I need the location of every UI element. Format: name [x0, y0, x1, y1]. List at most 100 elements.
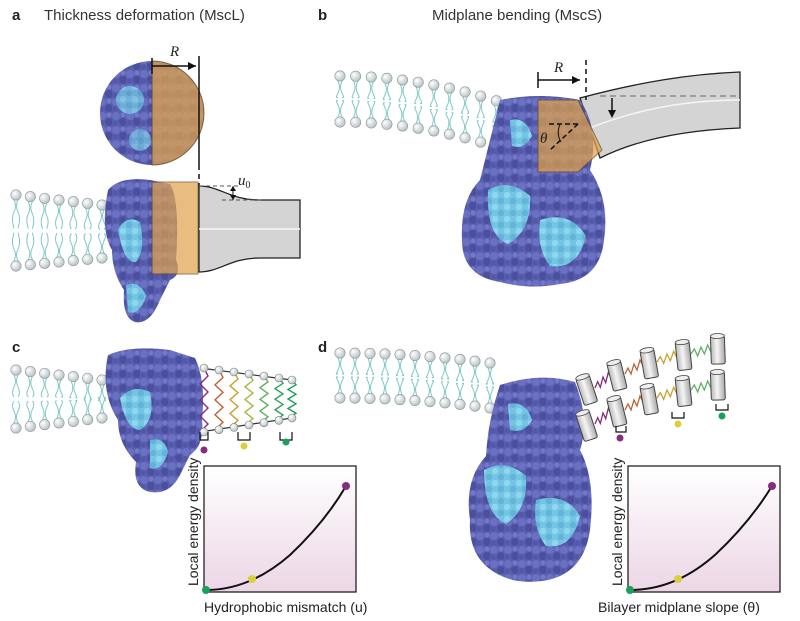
lipid-head	[200, 428, 208, 436]
lipid-head	[39, 419, 49, 429]
lipid-tail	[476, 385, 479, 401]
lipid-tail	[27, 202, 30, 229]
lipid-head	[260, 419, 268, 427]
plot-c-dot-purple	[342, 482, 350, 490]
lipid-tail	[84, 383, 87, 399]
lipid-tail	[481, 101, 484, 118]
lipid-tail	[462, 97, 465, 114]
lipid-head	[413, 123, 423, 133]
lipid-tail	[368, 101, 371, 118]
lipid-tail	[481, 121, 484, 138]
spring-icon	[595, 372, 611, 388]
lipid-head	[429, 80, 439, 90]
symbol-u0: u0	[238, 173, 251, 191]
spring-icon	[245, 374, 253, 425]
lipid-head	[275, 416, 283, 424]
lipid-head	[54, 418, 64, 428]
lipid-head	[470, 356, 480, 366]
lipid-tail	[430, 109, 433, 126]
lipid-tail	[401, 378, 404, 394]
cylinder-icon	[675, 377, 692, 406]
lipid-tail	[341, 377, 344, 393]
lipid-tail	[477, 121, 480, 138]
lipid-tail	[462, 116, 465, 133]
lipid-head	[382, 73, 392, 83]
lipid-tail	[386, 359, 389, 375]
lipid-head	[455, 354, 465, 364]
lipid-head	[82, 254, 92, 264]
lipid-head	[410, 395, 420, 405]
lipid-tail	[13, 375, 16, 397]
plot-c-ylabel: Local energy density	[185, 458, 201, 586]
lipid-tail	[352, 377, 355, 393]
lipid-tail	[382, 378, 385, 394]
lipid-head	[25, 259, 35, 269]
spring-icon	[230, 372, 238, 427]
lipid-tail	[427, 362, 430, 378]
lipid-tail	[88, 399, 91, 415]
lipid-head	[68, 255, 78, 265]
lipid-tail	[367, 358, 370, 374]
lipid-tail	[84, 233, 87, 254]
lipid-tail	[403, 104, 406, 121]
lipid-tail	[31, 377, 34, 397]
lipid-head	[444, 83, 454, 93]
lipid-tail	[337, 81, 340, 98]
lipid-tail	[13, 200, 16, 229]
lipid-tail	[387, 103, 390, 120]
lipid-head	[395, 394, 405, 404]
plot-d-ylabel: Local energy density	[609, 458, 625, 586]
lipid-tail	[442, 382, 445, 398]
lipid-tail	[430, 90, 433, 107]
lipid-tail	[412, 379, 415, 395]
lipid-tail	[337, 377, 340, 393]
lipid-head	[380, 394, 390, 404]
lipid-head	[230, 423, 238, 431]
panel-b: b Midplane bending (MscS) θ	[318, 7, 740, 287]
lipid-head	[425, 396, 435, 406]
lipid-tail	[446, 93, 449, 110]
marker-d-dot-yellow	[675, 421, 682, 428]
symbol-r-a: R	[169, 44, 179, 60]
lipid-head	[455, 399, 465, 409]
lipid-tail	[56, 205, 59, 229]
lipid-tail	[45, 203, 48, 229]
spring-icon	[691, 345, 711, 356]
lipid-head	[366, 118, 376, 128]
energy-plot-c: Local energy density Hydrophobic mismatc…	[185, 458, 367, 615]
lipid-head	[68, 416, 78, 426]
mscl-side-view	[105, 179, 198, 322]
energy-plot-d: Local energy density Bilayer midplane sl…	[598, 458, 780, 615]
symbol-r-b: R	[553, 60, 563, 76]
lipid-tail	[412, 361, 415, 377]
lipid-head	[97, 413, 107, 423]
lipid-tail	[41, 203, 44, 229]
lipid-tail	[13, 233, 16, 262]
lipid-head	[335, 393, 345, 403]
lipid-tail	[45, 401, 48, 420]
lipid-tail	[491, 368, 494, 384]
lipid-head	[245, 370, 253, 378]
lipid-head	[25, 421, 35, 431]
lipid-tail	[337, 101, 340, 118]
gray-bilayer-b	[580, 72, 740, 158]
lipid-head	[39, 193, 49, 203]
lipid-tail	[442, 363, 445, 379]
lipid-tail	[446, 382, 449, 398]
panel-c-letter: c	[12, 339, 20, 356]
marker-d-dot-green	[719, 413, 726, 420]
spring-icon	[625, 396, 643, 410]
lipid-head	[54, 370, 64, 380]
spring-icon	[260, 376, 268, 423]
lipid-head	[470, 401, 480, 411]
marker-dot-yellow	[241, 443, 248, 450]
lipid-tail	[41, 378, 44, 397]
panel-c: c Local energy density Hydrophobic	[11, 339, 368, 615]
lipid-tail	[341, 81, 344, 98]
panel-d: d Local energy density Bilayer midplane …	[318, 333, 780, 615]
spring-icon	[657, 351, 677, 363]
lipid-head	[82, 414, 92, 424]
lipid-tail	[31, 233, 34, 260]
lipid-tail	[415, 87, 418, 104]
lipid-tail	[352, 101, 355, 118]
